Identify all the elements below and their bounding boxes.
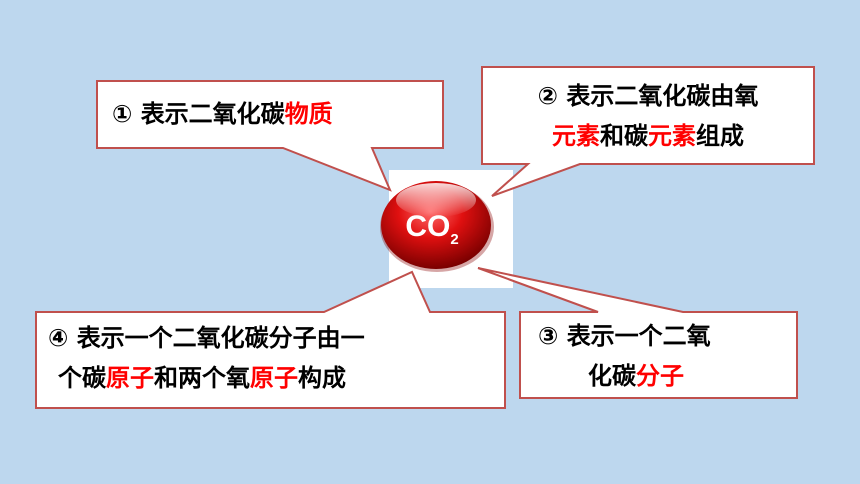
callout-1-content: 表示二氧化碳物质 bbox=[141, 100, 333, 128]
callout-2-line-2: 元素和碳元素组成 bbox=[490, 116, 806, 156]
callout-1-shape bbox=[96, 80, 444, 192]
callout-2-shape bbox=[481, 66, 815, 197]
callout-4-text: ④ 表示一个二氧化碳分子由一 个碳原子和两个氧原子构成 bbox=[48, 318, 365, 398]
callout-3-line-1: ③ 表示一个二氧 bbox=[538, 316, 711, 356]
callout-text-segment: 表示一个二氧化碳分子由一 bbox=[76, 324, 365, 352]
callout-4-line-1: ④ 表示一个二氧化碳分子由一 bbox=[48, 318, 365, 358]
highlighted-term: 原子 bbox=[106, 364, 154, 392]
co2-molecule: CO2 bbox=[380, 181, 494, 272]
callout-text-segment: 表示二氧化碳由氧 bbox=[566, 82, 759, 110]
callout-text-segment: 构成 bbox=[298, 364, 346, 392]
highlighted-term: 物质 bbox=[284, 100, 333, 128]
callout-2-text: ② 表示二氧化碳由氧 元素和碳元素组成 bbox=[490, 76, 806, 156]
callout-1-text: ① 表示二氧化碳物质 bbox=[112, 94, 333, 134]
callout-text-segment: 表示一个二氧 bbox=[566, 322, 711, 350]
callout-4-marker: ④ bbox=[48, 324, 69, 352]
callout-3-marker: ③ bbox=[538, 322, 559, 350]
svg-text:CO2: CO2 bbox=[405, 210, 458, 248]
highlighted-term: 分子 bbox=[636, 362, 684, 390]
callout-2-line-1: ② 表示二氧化碳由氧 bbox=[490, 76, 806, 116]
molecule-shine bbox=[396, 183, 476, 217]
callout-text-segment: 组成 bbox=[696, 122, 744, 150]
callout-3-shape bbox=[477, 267, 798, 399]
callout-4-line-2: 个碳原子和两个氧原子构成 bbox=[48, 358, 365, 398]
callout-text-segment: 化碳 bbox=[588, 362, 636, 390]
molecule-formula: CO bbox=[405, 210, 450, 243]
callout-text-segment: 个碳 bbox=[58, 364, 106, 392]
callout-2-marker: ② bbox=[537, 82, 558, 110]
callout-text-segment: 和碳 bbox=[600, 122, 648, 150]
callout-text-segment: 和两个氧 bbox=[154, 364, 250, 392]
callout-4-shape bbox=[35, 270, 506, 409]
callout-1-marker: ① bbox=[112, 100, 133, 128]
callout-3-line-2: 化碳分子 bbox=[538, 356, 711, 396]
highlighted-term: 原子 bbox=[250, 364, 298, 392]
highlighted-term: 元素 bbox=[552, 122, 600, 150]
molecule-subscript: 2 bbox=[450, 231, 458, 248]
callout-3-text: ③ 表示一个二氧 化碳分子 bbox=[538, 316, 711, 396]
highlighted-term: 元素 bbox=[648, 122, 696, 150]
callout-text-segment: 表示二氧化碳 bbox=[140, 100, 285, 128]
